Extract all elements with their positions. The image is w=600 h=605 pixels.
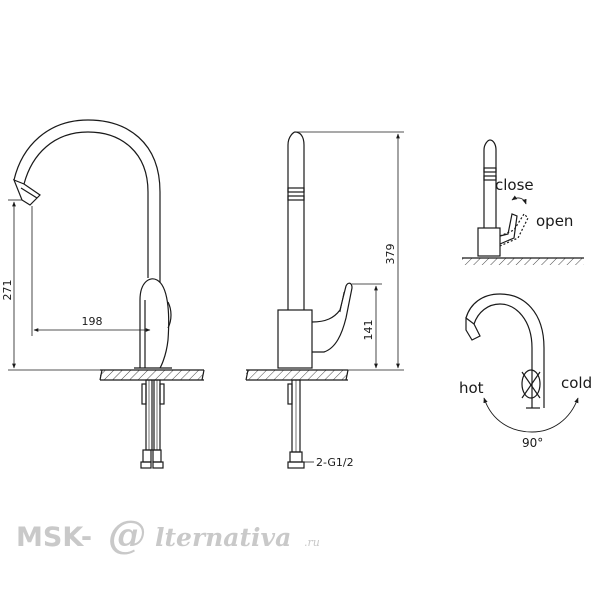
front-supply-hoses	[140, 379, 165, 469]
rotation-arrow	[483, 397, 579, 433]
watermark-at: @	[108, 512, 146, 557]
dim-body-height: 141	[362, 320, 375, 341]
open-close-diagram	[462, 139, 584, 265]
side-spout-column	[287, 131, 305, 310]
front-spout-outer	[23, 131, 149, 278]
hot-cold-diagram	[465, 293, 579, 433]
side-supply-hose	[287, 379, 305, 469]
side-dimensions	[296, 131, 404, 463]
label-hot: hot	[459, 379, 484, 397]
watermark: MSK- @ lternativa .ru	[16, 512, 320, 557]
dim-spout-height: 271	[1, 280, 14, 301]
front-dimensions	[8, 199, 151, 371]
side-lever	[311, 282, 353, 353]
front-body	[139, 278, 170, 369]
watermark-brand: MSK-	[16, 522, 92, 553]
watermark-suffix: .ru	[304, 536, 320, 549]
label-rotation: 90°	[522, 436, 543, 450]
side-view	[245, 131, 353, 469]
side-countertop	[245, 369, 349, 381]
watermark-tail: lternativa	[155, 523, 291, 552]
dim-connection: 2-G1/2	[316, 456, 354, 469]
dim-total-height: 379	[384, 244, 397, 265]
front-view	[12, 119, 205, 469]
lever-open	[499, 213, 529, 247]
dim-spout-reach: 198	[82, 315, 103, 328]
label-open: open	[536, 212, 573, 230]
lever-closed	[499, 213, 518, 245]
side-body	[277, 309, 313, 369]
front-spout-inner	[13, 119, 161, 282]
label-close: close	[495, 176, 534, 194]
front-aerator	[12, 178, 41, 206]
label-cold: cold	[561, 374, 592, 392]
front-countertop	[99, 369, 205, 381]
